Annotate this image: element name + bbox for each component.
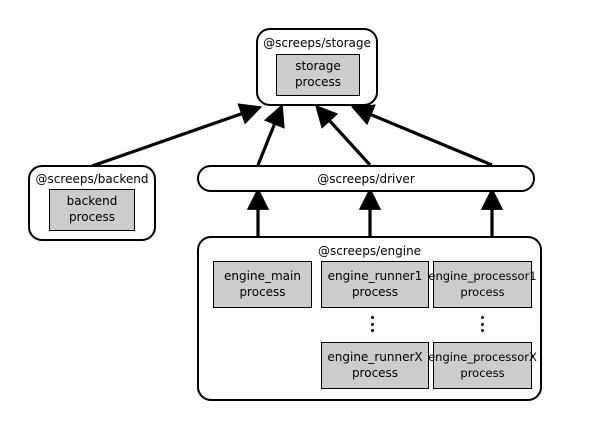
- process-engine-processor1-kind: process: [460, 284, 505, 299]
- process-engine-main-kind: process: [239, 284, 286, 299]
- package-driver[interactable]: @screeps/driver: [197, 165, 535, 192]
- process-engine-runnerX-name: engine_runnerX: [327, 349, 423, 364]
- process-engine-processor1-name: engine_processor1: [428, 269, 537, 284]
- process-engine-runnerX-kind: process: [351, 365, 399, 380]
- process-engine-runner1-name: engine_runner1: [327, 268, 423, 283]
- package-driver-label: @screeps/driver: [317, 171, 415, 186]
- package-engine-label: @screeps/engine: [317, 244, 422, 258]
- ellipsis-icon-runners: [371, 316, 374, 332]
- process-backend[interactable]: backend process: [49, 189, 135, 231]
- package-backend[interactable]: @screeps/backend backend process: [28, 165, 156, 241]
- package-storage-label: @screeps/storage: [263, 36, 371, 50]
- package-engine[interactable]: @screeps/engine engine_main process engi…: [197, 236, 542, 401]
- connector-driver-to-storage-right: [350, 104, 493, 167]
- process-engine-processor1[interactable]: engine_processor1 process: [428, 261, 537, 308]
- connector-driver-to-storage-middle: [314, 104, 372, 167]
- process-backend-name: backend: [66, 194, 118, 209]
- connector-driver-to-storage-left: [256, 103, 285, 166]
- process-engine-processorX-name: engine_processorX: [428, 350, 537, 365]
- process-storage[interactable]: storage process: [276, 54, 360, 96]
- process-storage-kind: process: [294, 75, 342, 89]
- package-storage[interactable]: @screeps/storage storage process: [256, 28, 378, 106]
- connector-backend-to-storage: [91, 103, 263, 168]
- process-engine-main-name: engine_main: [224, 268, 301, 283]
- process-storage-name: storage: [295, 59, 341, 74]
- process-engine-main[interactable]: engine_main process: [213, 261, 312, 308]
- process-backend-kind: process: [68, 210, 116, 224]
- process-engine-runner1[interactable]: engine_runner1 process: [321, 261, 429, 308]
- ellipsis-icon-processors: [481, 316, 484, 332]
- process-engine-processorX-kind: process: [460, 365, 505, 380]
- process-engine-runner1-kind: process: [351, 284, 399, 299]
- package-backend-label: @screeps/backend: [35, 172, 149, 186]
- process-engine-processorX[interactable]: engine_processorX process: [428, 342, 537, 389]
- process-engine-runnerX[interactable]: engine_runnerX process: [321, 342, 429, 389]
